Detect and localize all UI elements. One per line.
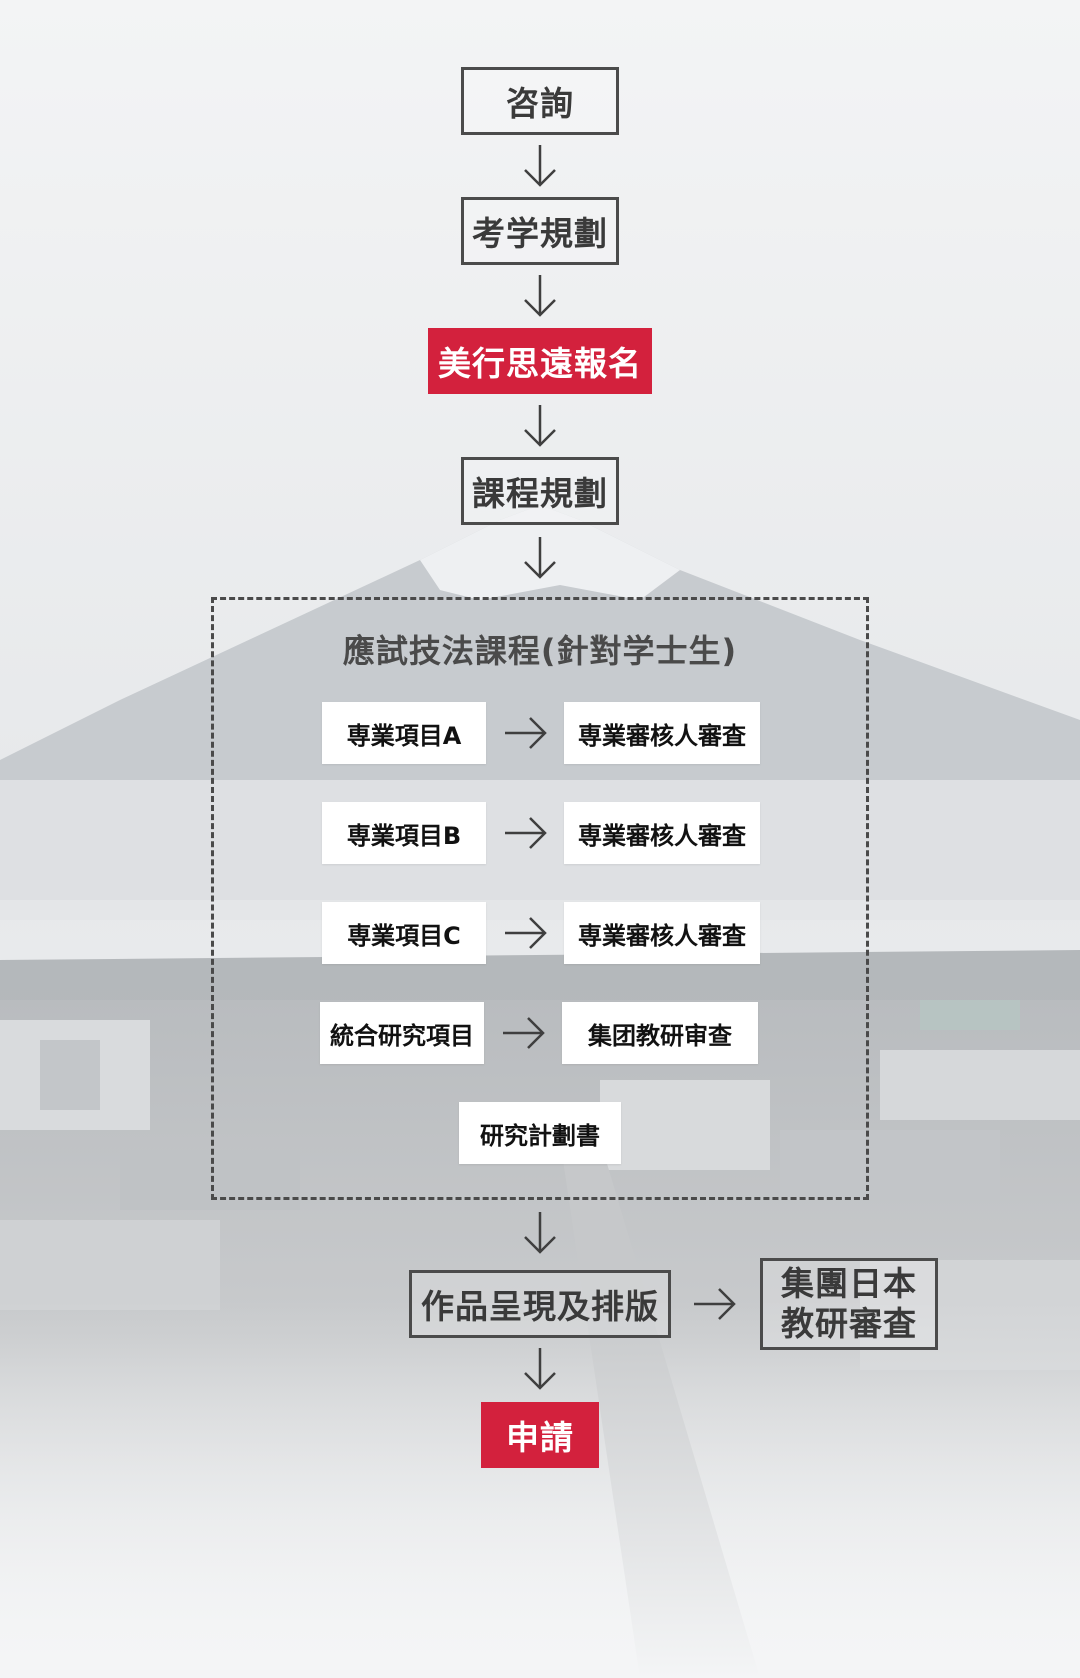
step-register: 美行思遠報名 [428, 328, 652, 394]
portfolio-step: 作品呈現及排版 [409, 1270, 671, 1338]
project-c-card: 専業項目C [322, 902, 486, 964]
review-card-b: 専業審核人審査 [564, 802, 760, 864]
japan-review-line2: 教研審査 [781, 1304, 917, 1343]
research-plan-card: 研究計劃書 [459, 1102, 621, 1164]
project-b-card: 専業項目B [322, 802, 486, 864]
group-review-card: 集团教研审查 [562, 1002, 758, 1064]
arrow-right-icon [694, 1288, 736, 1320]
arrow-down-icon [524, 1212, 556, 1254]
exam-course-section [211, 597, 869, 1200]
step-study-plan: 考学規劃 [461, 197, 619, 265]
section-title: 應試技法課程(針對学士生) [342, 632, 738, 670]
arrow-down-icon [524, 275, 556, 317]
arrow-right-icon [505, 917, 547, 949]
arrow-right-icon [505, 717, 547, 749]
arrow-down-icon [524, 145, 556, 187]
review-card-c: 専業審核人審査 [564, 902, 760, 964]
project-a-card: 専業項目A [322, 702, 486, 764]
japan-review-step: 集團日本 教研審査 [760, 1258, 938, 1350]
arrow-right-icon [505, 817, 547, 849]
arrow-down-icon [524, 405, 556, 447]
arrow-down-icon [524, 1348, 556, 1390]
apply-step: 申請 [481, 1402, 599, 1468]
arrow-down-icon [524, 537, 556, 579]
review-card-a: 専業審核人審査 [564, 702, 760, 764]
japan-review-line1: 集團日本 [781, 1264, 917, 1303]
integrated-project-card: 統合研究項目 [320, 1002, 484, 1064]
step-consult: 咨詢 [461, 67, 619, 135]
step-course-plan: 課程規劃 [461, 457, 619, 525]
arrow-right-icon [503, 1017, 545, 1049]
